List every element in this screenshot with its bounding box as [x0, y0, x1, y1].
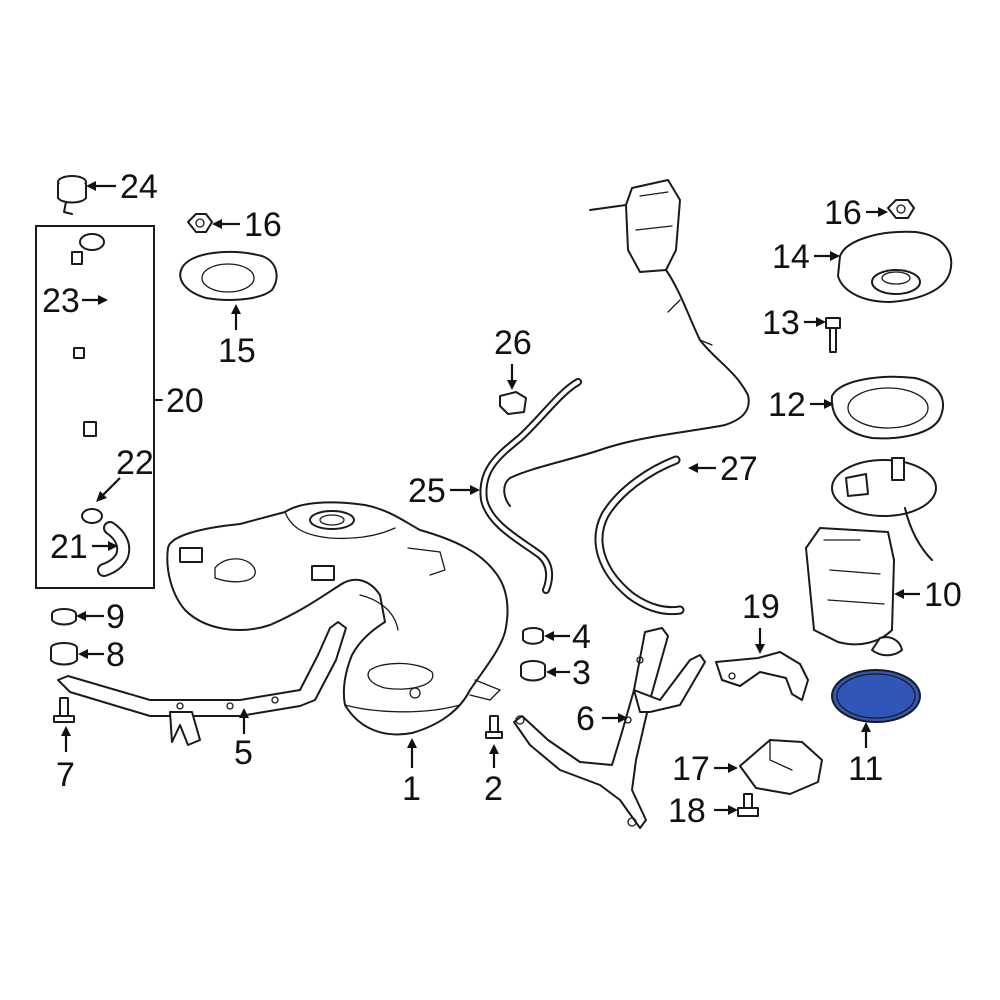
- callout-16-right: 16: [824, 194, 862, 232]
- callout-10: 10: [924, 576, 962, 614]
- nut-part-16-left[interactable]: [187, 213, 213, 233]
- callout-15: 15: [218, 332, 256, 370]
- callout-25: 25: [408, 472, 446, 510]
- bracket-part-19[interactable]: [715, 651, 809, 701]
- lock-ring-part-15[interactable]: [179, 251, 278, 301]
- callout-12: 12: [768, 386, 806, 424]
- callouts: 24 16 15 23 20 22 21 9 8 7: [42, 168, 962, 830]
- callout-16-left: 16: [244, 206, 282, 244]
- callout-9: 9: [106, 598, 125, 636]
- callout-14: 14: [772, 238, 810, 276]
- callout-22: 22: [116, 444, 154, 482]
- vapor-hose-part-25[interactable]: [479, 378, 582, 594]
- bolt-part-7[interactable]: [53, 697, 75, 723]
- stud-part-2[interactable]: [485, 715, 503, 739]
- tank-strap-part-5[interactable]: [57, 621, 347, 746]
- callout-26: 26: [494, 324, 532, 362]
- callout-11: 11: [848, 750, 883, 788]
- nut-part-16-right[interactable]: [887, 199, 915, 219]
- insulator-part-8[interactable]: [50, 642, 78, 666]
- callout-5: 5: [234, 734, 253, 772]
- callout-17: 17: [672, 750, 710, 788]
- filler-cap-part-24[interactable]: [57, 175, 87, 215]
- cover-plate-part-14[interactable]: [837, 230, 953, 303]
- callout-23: 23: [42, 282, 80, 320]
- nut-part-4[interactable]: [522, 627, 544, 645]
- bolt-part-13[interactable]: [825, 317, 841, 353]
- callout-2: 2: [484, 770, 503, 808]
- control-module-part-17[interactable]: [739, 739, 823, 795]
- fuel-pump-module-part-10[interactable]: [805, 457, 937, 657]
- hose-part-21[interactable]: [97, 521, 131, 577]
- callout-3: 3: [572, 654, 591, 692]
- callout-13: 13: [762, 304, 800, 342]
- fuel-pipe-part-27[interactable]: [594, 455, 685, 616]
- callout-19: 19: [742, 588, 780, 626]
- insulator-part-3[interactable]: [520, 660, 546, 682]
- callout-18: 18: [668, 792, 706, 830]
- lock-ring-part-12[interactable]: [830, 375, 944, 440]
- callout-1: 1: [402, 770, 421, 808]
- callout-20: 20: [166, 382, 204, 420]
- filler-pipe-part-23[interactable]: [56, 233, 109, 499]
- callout-24: 24: [120, 168, 158, 206]
- callout-8: 8: [106, 636, 125, 674]
- callout-27: 27: [720, 450, 758, 488]
- evap-canister-harness: [503, 179, 750, 507]
- callout-21: 21: [50, 528, 88, 566]
- filler-pipe-assembly-part-20[interactable]: [35, 225, 163, 589]
- callout-6: 6: [576, 700, 595, 738]
- nut-part-9[interactable]: [51, 608, 77, 626]
- callout-4: 4: [572, 618, 591, 656]
- hose-clamp-part-22[interactable]: [81, 508, 103, 524]
- gasket-part-11[interactable]: [831, 669, 921, 723]
- tank-strap-part-6[interactable]: [513, 627, 706, 829]
- fuel-tank-part-1[interactable]: [166, 501, 509, 736]
- bolt-part-18[interactable]: [737, 793, 759, 817]
- callout-7: 7: [56, 756, 75, 794]
- connector-part-26[interactable]: [499, 391, 527, 415]
